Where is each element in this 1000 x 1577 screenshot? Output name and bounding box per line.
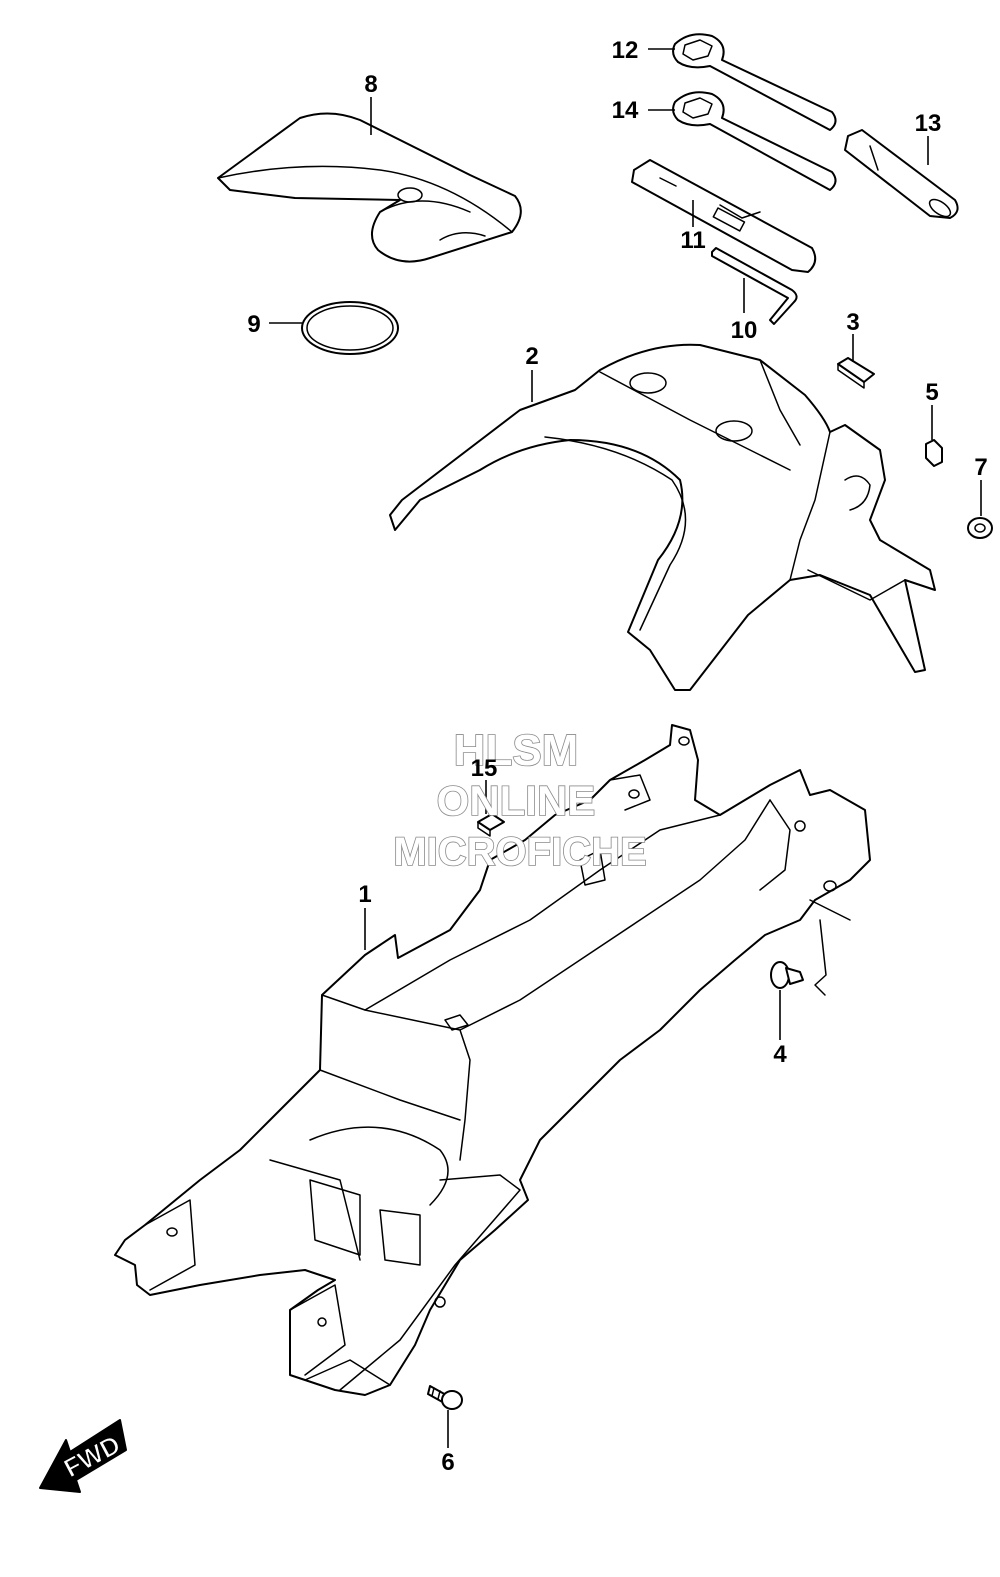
watermark-line-3: MICROFICHE (393, 830, 646, 874)
callout-3: 3 (846, 309, 859, 336)
part-13-handle (844, 129, 959, 219)
part-12-wrench (672, 33, 837, 131)
callout-5: 5 (925, 379, 938, 406)
callout-14: 14 (612, 97, 639, 124)
watermark: HLSM ONLINE MICROFICHE (393, 725, 648, 875)
watermark-line-1: HLSM (454, 726, 579, 775)
part-8-tool-bag (217, 112, 522, 263)
leader-lines (269, 48, 982, 1448)
callout-2: 2 (525, 343, 538, 370)
callout-4: 4 (773, 1041, 787, 1068)
part-10-hex-key (711, 247, 798, 325)
callout-10: 10 (731, 317, 758, 344)
callout-8: 8 (364, 71, 377, 98)
part-5-pad (925, 439, 943, 467)
callout-7: 7 (974, 454, 987, 481)
part-9-ring (301, 301, 399, 355)
callout-6: 6 (441, 1449, 454, 1476)
callout-11: 11 (680, 227, 705, 254)
part-2-rear-cover (389, 343, 936, 691)
part-1-rear-fender (114, 724, 871, 1396)
part-7-washer (967, 517, 993, 539)
watermark-line-2: ONLINE (437, 777, 596, 824)
callout-labels: 1 2 3 4 5 6 7 8 9 10 11 12 13 14 15 (247, 37, 987, 1476)
part-4-rivet (770, 961, 804, 989)
part-11-spanner (631, 159, 817, 273)
callout-13: 13 (915, 110, 942, 137)
callout-1: 1 (358, 881, 371, 908)
part-15-clip (477, 813, 505, 837)
part-6-bolt (427, 1385, 463, 1410)
fwd-arrow-icon: FWD (39, 1419, 127, 1493)
part-14-wrench (672, 91, 837, 191)
callout-12: 12 (612, 37, 639, 64)
callout-9: 9 (247, 311, 260, 338)
callout-15: 15 (471, 755, 498, 782)
part-3-pad (837, 357, 875, 389)
